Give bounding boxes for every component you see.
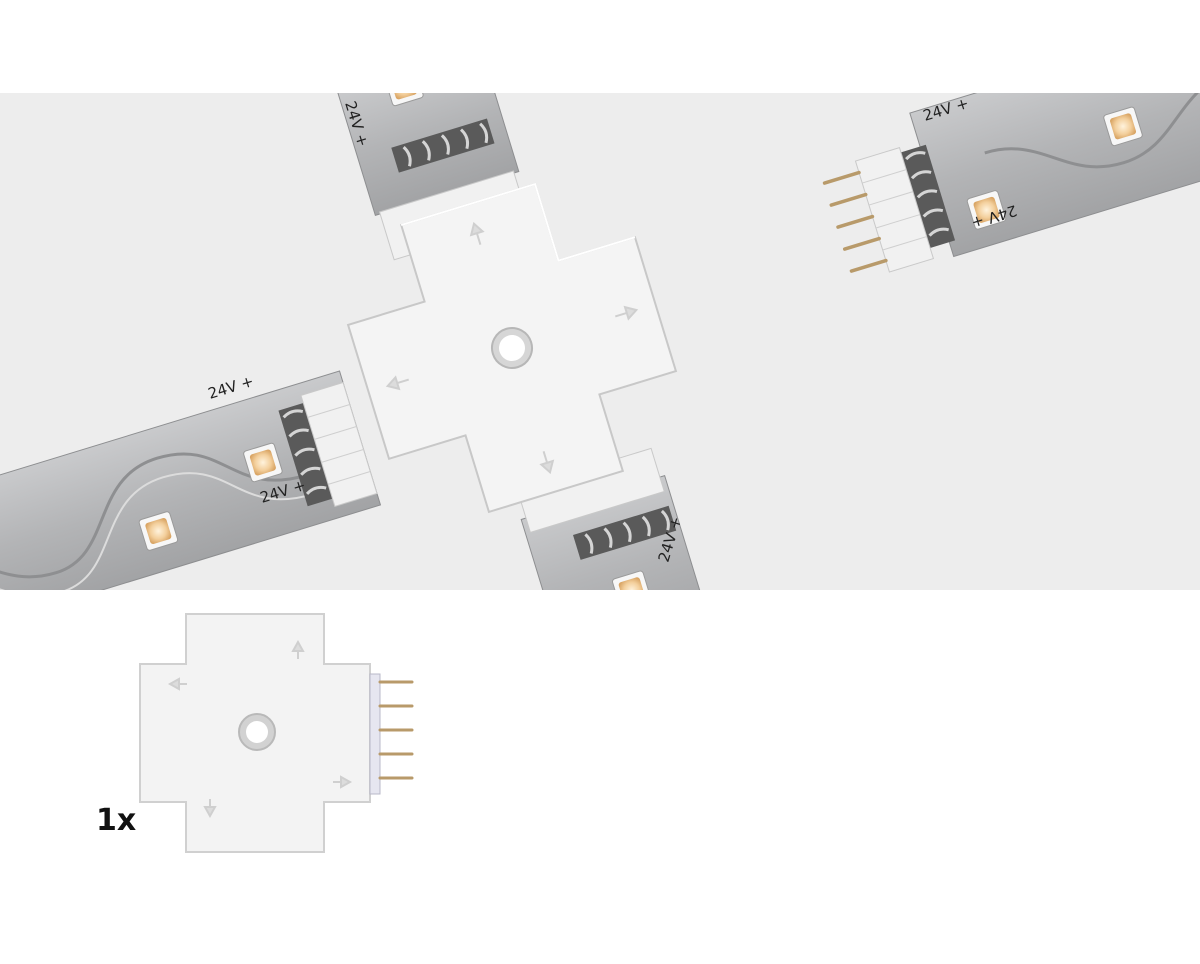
x-connector-product [139,613,414,853]
x-connector-installed [346,182,678,514]
led-strip-left [0,370,382,590]
product-photo-scene: 24V + 24V + 24V + 24V + [0,93,1200,590]
connector-pins-right [822,170,888,273]
quantity-label: 1x [96,803,137,838]
product-contents-view [0,590,1200,960]
connector-pins-product [378,680,414,780]
led-strip-right [822,93,1200,273]
led-strip-bottom [516,447,713,590]
